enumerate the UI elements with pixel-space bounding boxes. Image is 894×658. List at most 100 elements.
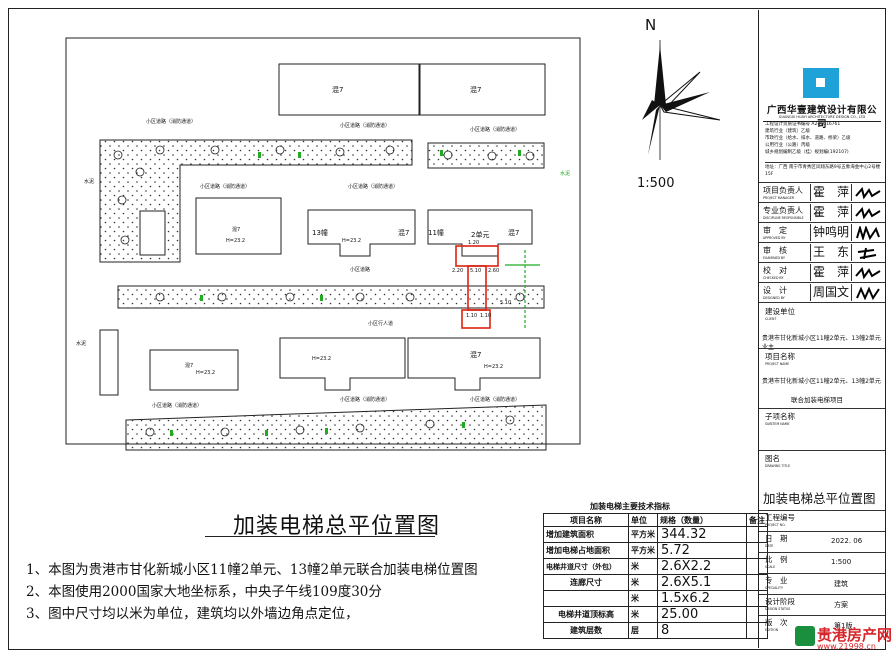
client-label-en: CLIENT (765, 317, 777, 321)
tech-cell-value: 5.72 (657, 542, 747, 559)
tech-table-header: 项目名称 单位 规格（数量） 备注 (543, 513, 768, 527)
watermark-name: 贵港房产网 (817, 626, 893, 644)
drawing-label-text: 图名 (765, 454, 780, 463)
label-unit2: 2单元 (471, 231, 490, 239)
small-structure (139, 210, 166, 256)
company-address: 地址：广西 南宁市青秀区凤翔东路9号五象海金中心2号楼15F (765, 162, 881, 178)
tech-cell-value: 25.00 (657, 606, 747, 623)
elevator-shaft-south (461, 309, 491, 329)
label-b3h: H=23.2 (226, 238, 246, 244)
tech-cell-name: 增加建筑面积 (543, 526, 629, 543)
role-label-en: CHECKED BY (763, 276, 784, 280)
field-label: 日 期 (765, 534, 788, 543)
signature-icon (857, 247, 877, 260)
page-title: 加装电梯总平位置图 (233, 514, 441, 539)
label-road-4: 小区道路（消防通道） (200, 184, 251, 190)
building-far-west (149, 349, 239, 391)
label-road-8: 小区道路（消防通道） (470, 397, 521, 403)
field-label-en: EDITION (765, 628, 779, 632)
label-road-6: 小区道路（消防通道） (152, 403, 203, 409)
label-road-short-1: 小区道路 (350, 267, 371, 273)
label-side3: 水泥 (560, 171, 571, 177)
tech-table: 项目名称 单位 规格（数量） 备注 增加建筑面积 平方米 344.32 增加电梯… (543, 513, 768, 639)
tech-cell-unit: 米 (628, 574, 658, 591)
green-belt-north-west (99, 139, 413, 263)
label-lobby: 小区行人道 (368, 321, 394, 327)
role-label-en: DESIGNED BY (763, 296, 785, 300)
tech-header-value: 规格（数量） (657, 513, 747, 527)
north-arrow (642, 40, 721, 160)
field-label: 专 业 (765, 576, 788, 585)
table-row: 增加建筑面积 平方米 344.32 (543, 526, 768, 543)
label-unit13: 13幢 (312, 229, 328, 237)
license-line: 市政行业（给水、排水、道路、桥梁）乙级 (765, 136, 851, 141)
watermark-logo-icon (795, 626, 815, 646)
license-line: 建筑行业（建筑）乙级 (765, 129, 810, 134)
north-label: N (645, 16, 657, 34)
building-south-east (407, 337, 541, 391)
label-b6h: H=23.2 (312, 356, 332, 362)
role-name: 王 东 (810, 244, 852, 261)
table-row: 连廊尺寸 米 2.6X5.1 (543, 574, 768, 591)
table-row: 增加电梯占地面积 平方米 5.72 (543, 542, 768, 559)
label-unit11: 11幢 (428, 229, 444, 237)
signature-icon (856, 226, 880, 240)
role-label-en: PROJECT MANAGER (763, 196, 794, 200)
company-logo-icon (803, 68, 839, 98)
label-dim7: 1.10 (480, 313, 492, 319)
building-13 (307, 209, 416, 257)
role-name: 霍 萍 (810, 264, 852, 281)
building-south-west (279, 337, 406, 391)
label-b7: 混7 (185, 363, 194, 369)
drawing-title: 加装电梯总平位置图 (763, 491, 876, 506)
tech-header-unit: 单位 (628, 513, 658, 527)
role-name: 钟鸣明 (810, 224, 852, 241)
field-label-en: SPECIALITY (765, 586, 783, 590)
label-dim6: 5.10 (500, 300, 512, 306)
tech-cell-name: 连廊尺寸 (543, 574, 629, 591)
label-side1: 水泥 (84, 179, 95, 185)
project-value-2: 联合加装电梯项目 (791, 396, 843, 404)
subproject-label-text: 子项名称 (765, 412, 795, 421)
license-line: 工程设计资质证书编号 A245016761 (765, 122, 841, 127)
field-label-en: DESIGN STATUS (765, 607, 791, 611)
client-label-text: 建设单位 (765, 307, 795, 316)
label-road-3: 小区道路（消防通道） (470, 127, 521, 133)
label-b3: 混7 (232, 227, 241, 233)
client-value: 贵港市甘化新城小区11幢2单元、13幢2单元业主 (762, 335, 881, 351)
role-name: 霍 萍 (810, 204, 852, 221)
field-label: 工程编号 (765, 513, 795, 522)
project-label-text: 项目名称 (765, 352, 795, 361)
label-dim2: 2.20 (452, 268, 464, 274)
building-top-left (278, 63, 420, 116)
label-road-7: 小区道路（消防通道） (340, 397, 391, 403)
label-dim1: 1.20 (468, 240, 480, 246)
role-name: 霍 萍 (810, 184, 852, 201)
role-name: 周国文 (810, 284, 852, 301)
trees (113, 145, 535, 437)
field-value: 2022. 06 (831, 537, 863, 545)
company-name: 广西华壹建筑设计有限公司 (766, 105, 877, 130)
label-b1: 混7 (332, 86, 344, 94)
label-b4h: H=23.2 (342, 238, 362, 244)
tech-cell-value: 2.6X2.2 (657, 558, 747, 575)
role-label-en: DISCIPLINE RESPONSIBLE (763, 216, 804, 220)
project-value-1: 贵港市甘化新城小区11幢2单元、13幢2单元 (762, 378, 881, 385)
signature-icon (856, 286, 880, 300)
role-label: 专业负责人 (763, 206, 803, 215)
note-2: 2、本图使用2000国家大地坐标系，中央子午线109度30分 (26, 584, 382, 600)
label-b4: 混7 (398, 229, 410, 237)
tech-cell-unit: 平方米 (628, 542, 658, 559)
label-dim5: 1.10 (466, 313, 478, 319)
title-underline (205, 536, 435, 537)
building-top-right (419, 63, 546, 116)
tech-cell-name (543, 590, 629, 607)
